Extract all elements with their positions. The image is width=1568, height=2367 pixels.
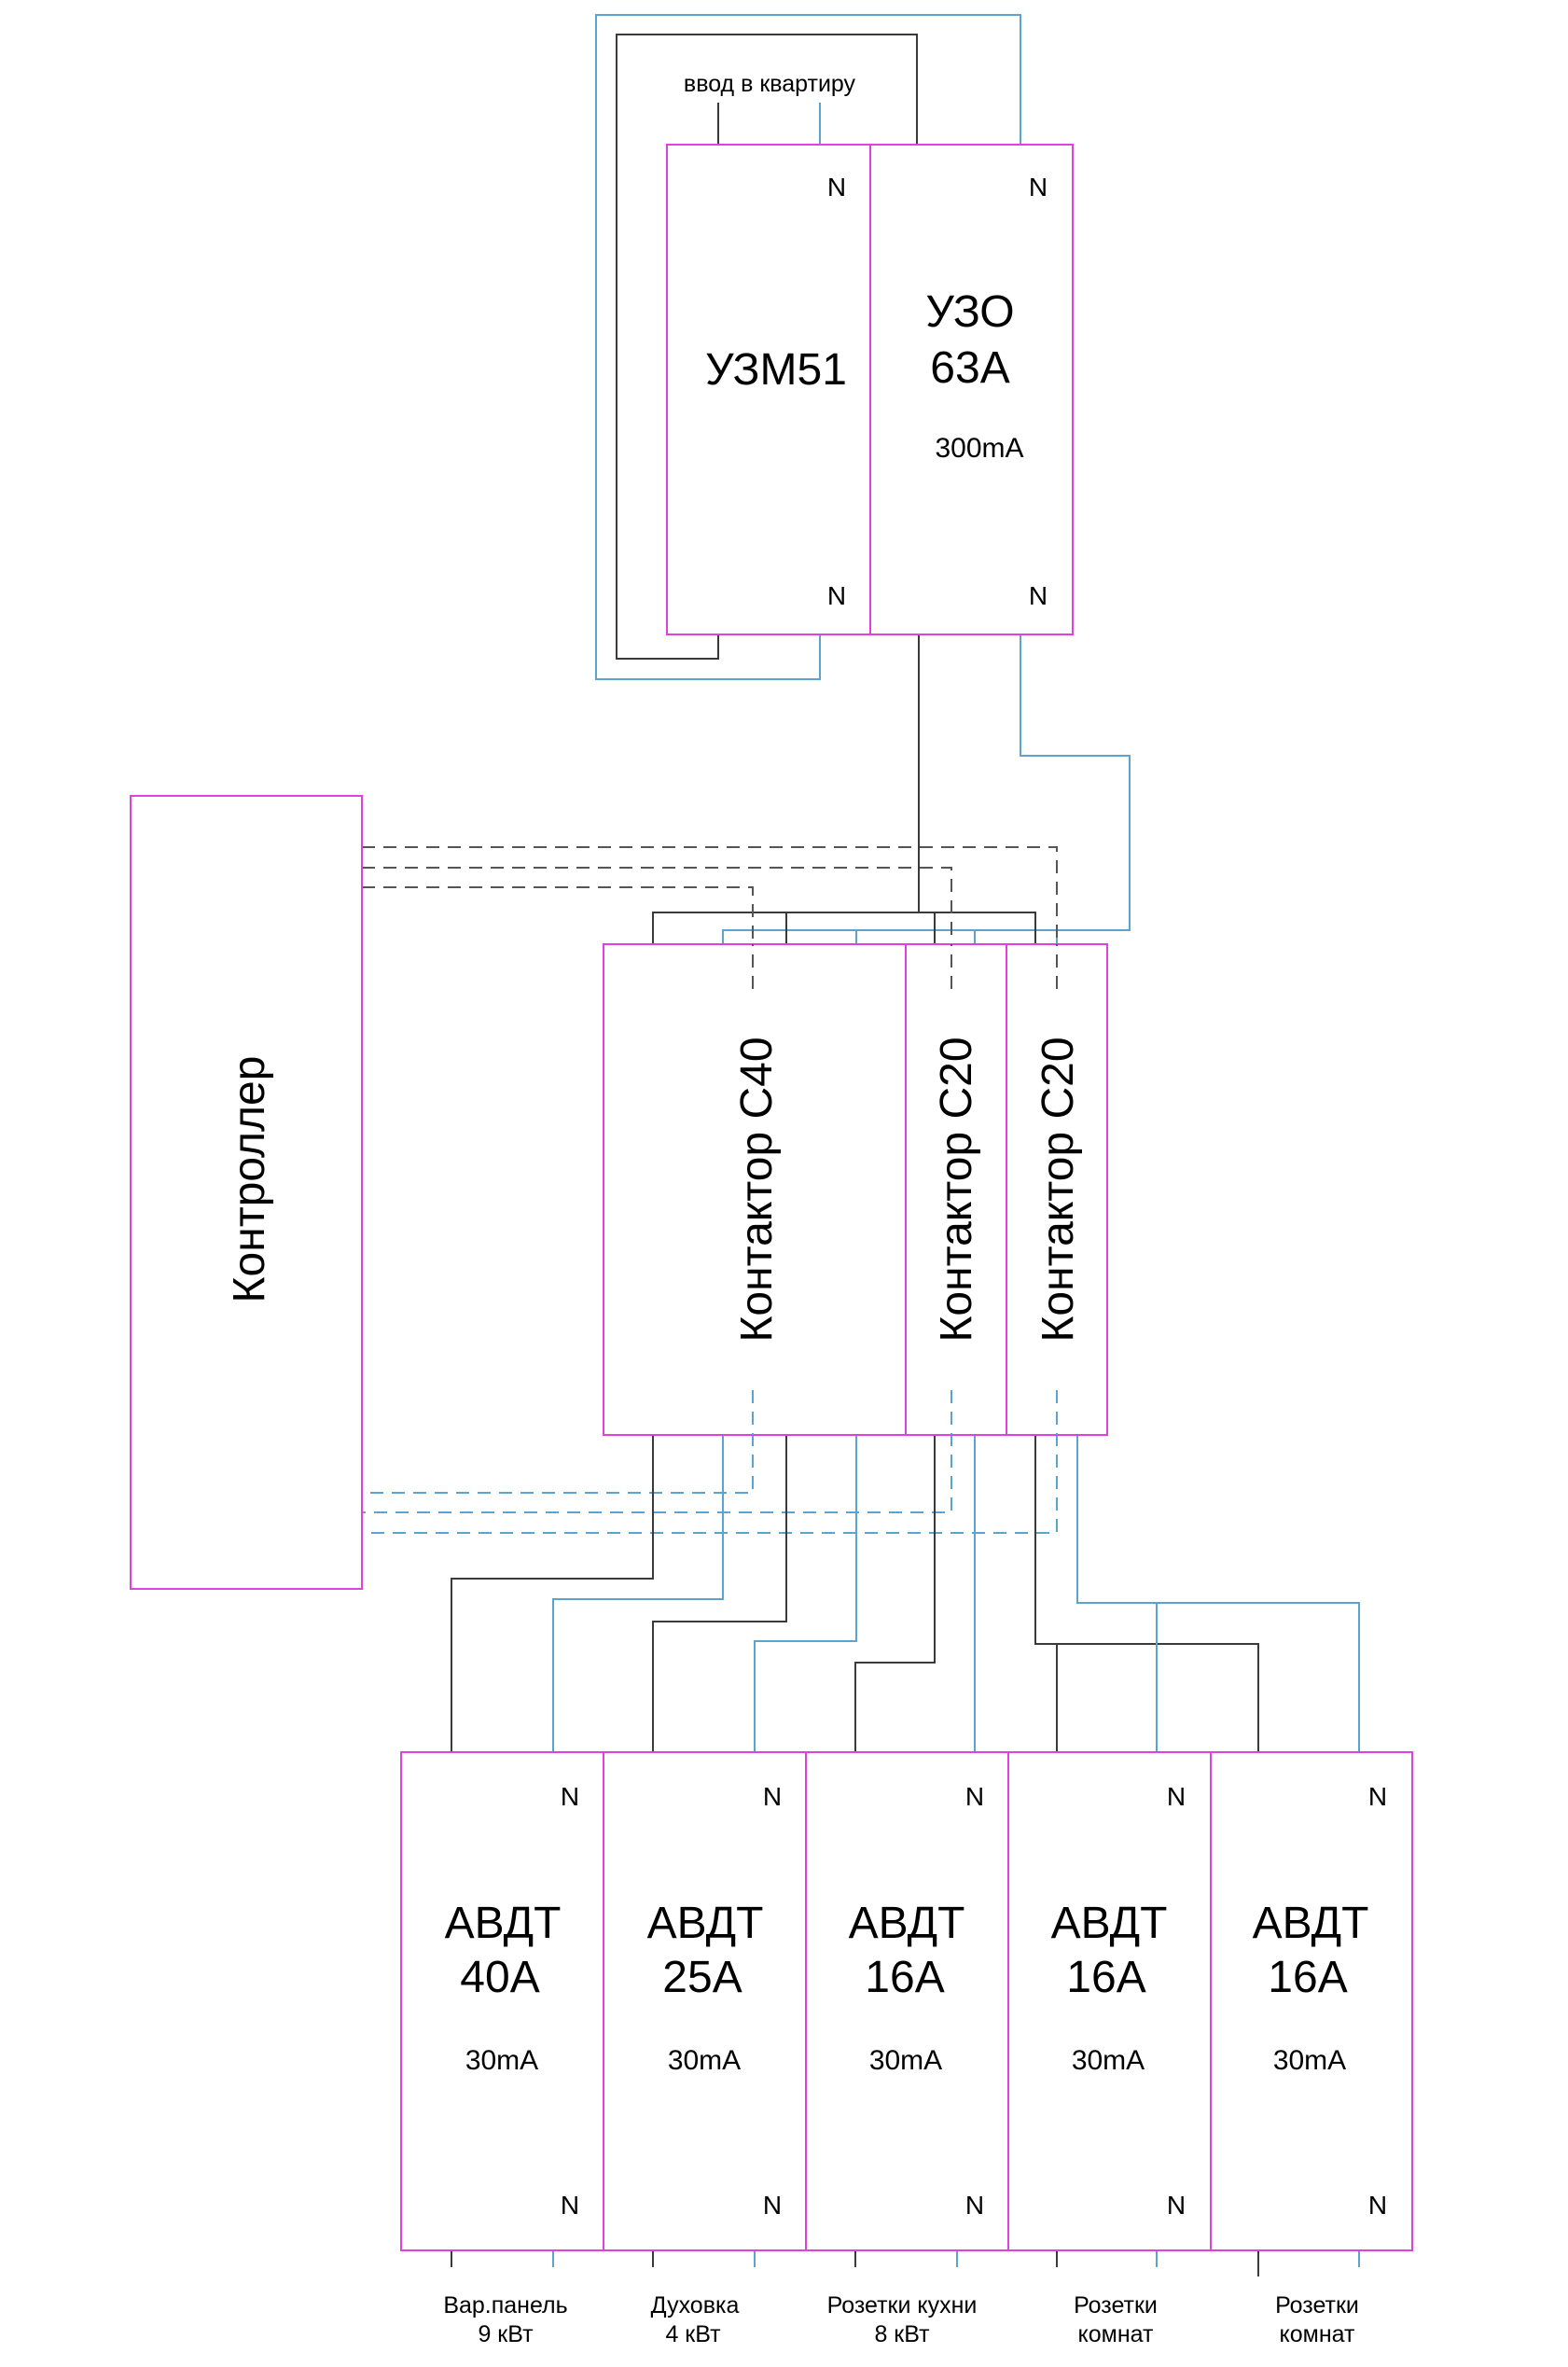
input-label: ввод в квартиру (684, 71, 856, 97)
breaker-box-3 (805, 1751, 1009, 2251)
breaker-name: АВДТ (647, 1899, 764, 1948)
load-line2: 4 кВт (665, 2321, 721, 2347)
breaker-name: АВДТ (1253, 1899, 1369, 1948)
load-line2: 9 кВт (478, 2321, 534, 2347)
c40-neutral-out-1 (552, 1435, 724, 1752)
breaker-current: 30mA (465, 2045, 538, 2076)
c40-neutral-out-2 (754, 1435, 857, 1752)
c40-phase-out-2 (652, 1435, 787, 1752)
breaker-3: N N АВДТ 16А 30mA Розетки кухни 8 кВт (827, 1782, 984, 2347)
breaker-name: АВДТ (1051, 1899, 1168, 1948)
breaker-current: 30mA (1072, 2045, 1145, 2076)
n-label: N (561, 1782, 579, 1811)
breaker-5: N N АВДТ 16А 30mA Розетки комнат (1253, 1782, 1388, 2347)
n-label: N (1029, 173, 1048, 202)
n-label: N (1167, 2191, 1186, 2220)
breaker-name: АВДТ (849, 1899, 965, 1948)
control-neutral-c20a (362, 1390, 952, 1513)
n-label: N (561, 2191, 579, 2220)
uzo-name-line2: 63А (930, 343, 1009, 393)
contactor-label: Контактор С40 (732, 1037, 782, 1342)
breaker-rating: 16А (1268, 1953, 1347, 2002)
contactor-label: Контактор С20 (1034, 1037, 1083, 1342)
n-label: N (763, 2191, 782, 2220)
breaker-rating: 25А (662, 1953, 742, 2002)
contactor-c20a-box (905, 943, 1007, 1436)
uzm-name: УЗМ51 (705, 345, 847, 395)
n-label: N (1167, 1782, 1186, 1811)
phase-bus (652, 912, 1036, 944)
input-neutral-loop (595, 14, 1021, 680)
uzo-current: 300mA (935, 433, 1023, 464)
breaker-current: 30mA (1273, 2045, 1346, 2076)
breaker-1: N N АВДТ 40А 30mA Вар.панель 9 кВт (443, 1782, 579, 2347)
n-label: N (1029, 581, 1048, 610)
load-line1: Вар.панель (443, 2292, 567, 2318)
n-label: N (1368, 1782, 1387, 1811)
breaker-rating: 16А (865, 1953, 944, 2002)
contactor-c20b-box (1006, 943, 1108, 1436)
n-label: N (763, 1782, 782, 1811)
load-line1: Розетки (1275, 2292, 1359, 2318)
breaker-current: 30mA (668, 2045, 741, 2076)
n-label: N (965, 1782, 984, 1811)
n-label: N (965, 2191, 984, 2220)
breaker-rating: 16А (1066, 1953, 1145, 2002)
uzo-name-line1: УЗО (925, 287, 1014, 337)
input-phase-loop (616, 34, 918, 660)
c20a-phase-out (854, 1435, 936, 1752)
c20b-phase-out (1034, 1435, 1259, 1752)
n-label: N (1368, 2191, 1387, 2220)
load-line2: комнат (1280, 2321, 1355, 2347)
breaker-rating: 40А (460, 1953, 539, 2002)
control-neutral-c20b (362, 1390, 1058, 1534)
load-line1: Розетки кухни (827, 2292, 978, 2318)
breaker-2: N N АВДТ 25А 30mA Духовка 4 кВт (647, 1782, 783, 2347)
load-line1: Розетки (1074, 2292, 1158, 2318)
c40-phase-out-1 (451, 1435, 654, 1752)
breaker-box-1 (400, 1751, 604, 2251)
c20b-neutral-out (1076, 1435, 1360, 1752)
breaker-box-5 (1210, 1751, 1413, 2251)
n-label: N (827, 581, 846, 610)
uzo-box (869, 144, 1074, 635)
load-line1: Духовка (651, 2292, 740, 2318)
uzo-neutral-out (722, 634, 1131, 944)
load-line2: комнат (1078, 2321, 1154, 2347)
uzm-box (666, 144, 871, 635)
load-line2: 8 кВт (874, 2321, 930, 2347)
contactor-label: Контактор С20 (932, 1037, 981, 1342)
n-label: N (827, 173, 846, 202)
controller-label: Контроллер (225, 1056, 274, 1303)
contactor-c40-box (603, 943, 907, 1436)
breaker-4: N N АВДТ 16А 30mA Розетки комнат (1051, 1782, 1186, 2347)
controller-box (130, 795, 363, 1590)
breaker-name: АВДТ (445, 1899, 562, 1948)
control-line-c20b (362, 846, 1058, 989)
breaker-box-2 (603, 1751, 807, 2251)
breaker-current: 30mA (869, 2045, 942, 2076)
